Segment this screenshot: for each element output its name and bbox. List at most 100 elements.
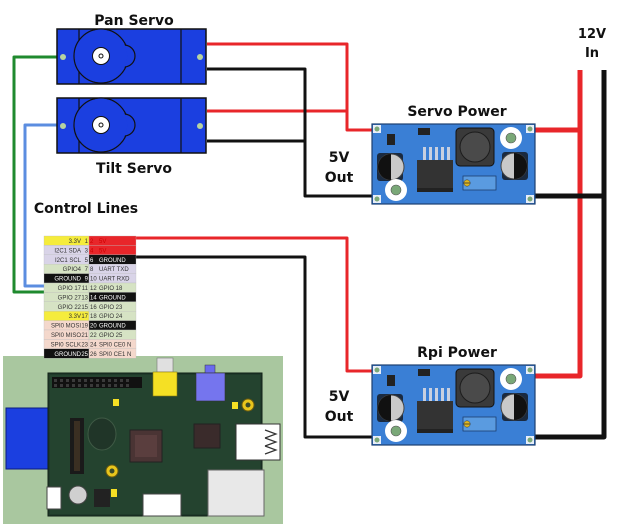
gpio-right-label: GPIO 23 [99, 305, 123, 311]
pan-servo-label: Pan Servo [94, 13, 174, 29]
power-port [46, 486, 62, 510]
gpio-left-pin: 15 [81, 305, 88, 311]
gpio-cell [88, 235, 137, 246]
gpio-right-pin: 4 [90, 248, 94, 254]
gpio-left-pin: 17 [81, 314, 88, 320]
gpio-right-pin: 14 [90, 295, 97, 301]
pan-servo-power-wire [207, 42, 374, 132]
rpi-ground-wire [133, 255, 374, 439]
gpio-left-label: SPI0 SCLK [51, 342, 81, 348]
pan-servo-ground-wire [207, 67, 374, 198]
gpio-right-pin: 24 [90, 342, 97, 348]
gpio-left-label: SPI0 MISO [51, 333, 81, 339]
rpi-power-label: Rpi Power [417, 345, 497, 361]
gpio-right-pin: 10 [90, 277, 97, 283]
raspberry-pi-board [3, 356, 283, 524]
gpio-right-pin: 6 [90, 258, 94, 264]
gpio-right-pin: 2 [90, 239, 94, 245]
gpio-left-pin: 23 [81, 342, 88, 348]
gpio-right-label: GPIO 18 [99, 286, 123, 292]
gpio-left-label: GPIO 22 [58, 305, 82, 311]
gpio-left-pin: 5 [85, 258, 89, 264]
gpio-left-label: GPIO 27 [58, 295, 82, 301]
gpio-cell [43, 235, 90, 246]
ethernet-port [207, 469, 265, 517]
rpi-power-regulator [371, 364, 536, 446]
audio-jack [204, 364, 216, 374]
hdmi-port [142, 493, 182, 517]
12v-in-label-line2: In [585, 46, 599, 61]
servo-5v-out-label-line1: 5V [329, 150, 350, 166]
gpio-right-label: UART RXD [99, 277, 130, 283]
gpio-right-pin: 22 [90, 333, 97, 339]
gpio-left-label: 3.3V [69, 314, 81, 320]
gpio-right-label: UART TXD [99, 267, 129, 273]
gpio-right-pin: 16 [90, 305, 97, 311]
servo-power-label: Servo Power [407, 104, 506, 120]
gpio-left-label: 3.3V [69, 239, 81, 245]
gpio-left-label: GPIO 17 [58, 286, 82, 292]
pan-servo [56, 28, 207, 85]
12v-positive-bus [520, 70, 583, 379]
usb-port [235, 423, 281, 461]
rpi-5v-wire [133, 236, 374, 373]
control-lines-label: Control Lines [34, 201, 138, 217]
gpio-right-pin: 26 [90, 352, 97, 358]
gpio-left-label: GROUND [54, 352, 81, 358]
servo-power-regulator [371, 123, 536, 205]
gpio-left-pin: 13 [81, 295, 88, 301]
gpio-right-pin: 20 [90, 324, 97, 330]
gpio-left-pin: 11 [82, 286, 89, 292]
gpio-right-label: GROUND [99, 324, 126, 330]
gpio-left-pin: 19 [81, 324, 88, 330]
gpio-left-pin: 3 [85, 248, 89, 254]
gpio-left-label: I2C1 SDA [54, 248, 81, 254]
gpio-cell [88, 245, 137, 255]
servo-horn [92, 116, 110, 134]
gpio-left-pin: 1 [85, 239, 89, 245]
sd-card [5, 407, 50, 470]
raspberry-logo [87, 417, 117, 451]
gpio-right-pin: 18 [90, 314, 97, 320]
rpi-5v-out-label-line1: 5V [329, 389, 350, 405]
rca-connector [156, 357, 174, 373]
tilt-servo-label: Tilt Servo [96, 161, 172, 177]
gpio-left-pin: 25 [81, 352, 88, 358]
gpio-left-pin: 9 [85, 277, 89, 283]
tilt-servo [56, 97, 207, 154]
gpio-right-label: GROUND [99, 295, 126, 301]
gpio-left-pin: 21 [81, 333, 88, 339]
gpio-left-label: I2C1 SCL [55, 258, 82, 264]
gpio-right-label: SPI0 CE0 N [99, 342, 131, 348]
gpio-right-label: GROUND [99, 258, 126, 264]
servo-horn [92, 47, 110, 65]
gpio-left-label: GROUND [54, 277, 81, 283]
gpio-left-label: GPIO4 [63, 267, 82, 273]
gpio-right-pin: 12 [90, 286, 97, 292]
wires [12, 42, 607, 440]
gpio-right-label: GPIO 25 [99, 333, 123, 339]
servo-5v-out-label-line2: Out [325, 170, 354, 186]
gpio-cell [88, 348, 137, 359]
12v-ground-bus [520, 70, 607, 440]
gpio-left-pin: 7 [85, 267, 89, 273]
rpi-5v-out-label-line2: Out [325, 409, 354, 425]
gpio-right-label: SPI0 CE1 N [99, 352, 131, 358]
tilt-control-wire [23, 123, 62, 288]
gpio-right-pin: 8 [90, 267, 94, 273]
12v-in-label-line1: 12V [578, 27, 606, 42]
